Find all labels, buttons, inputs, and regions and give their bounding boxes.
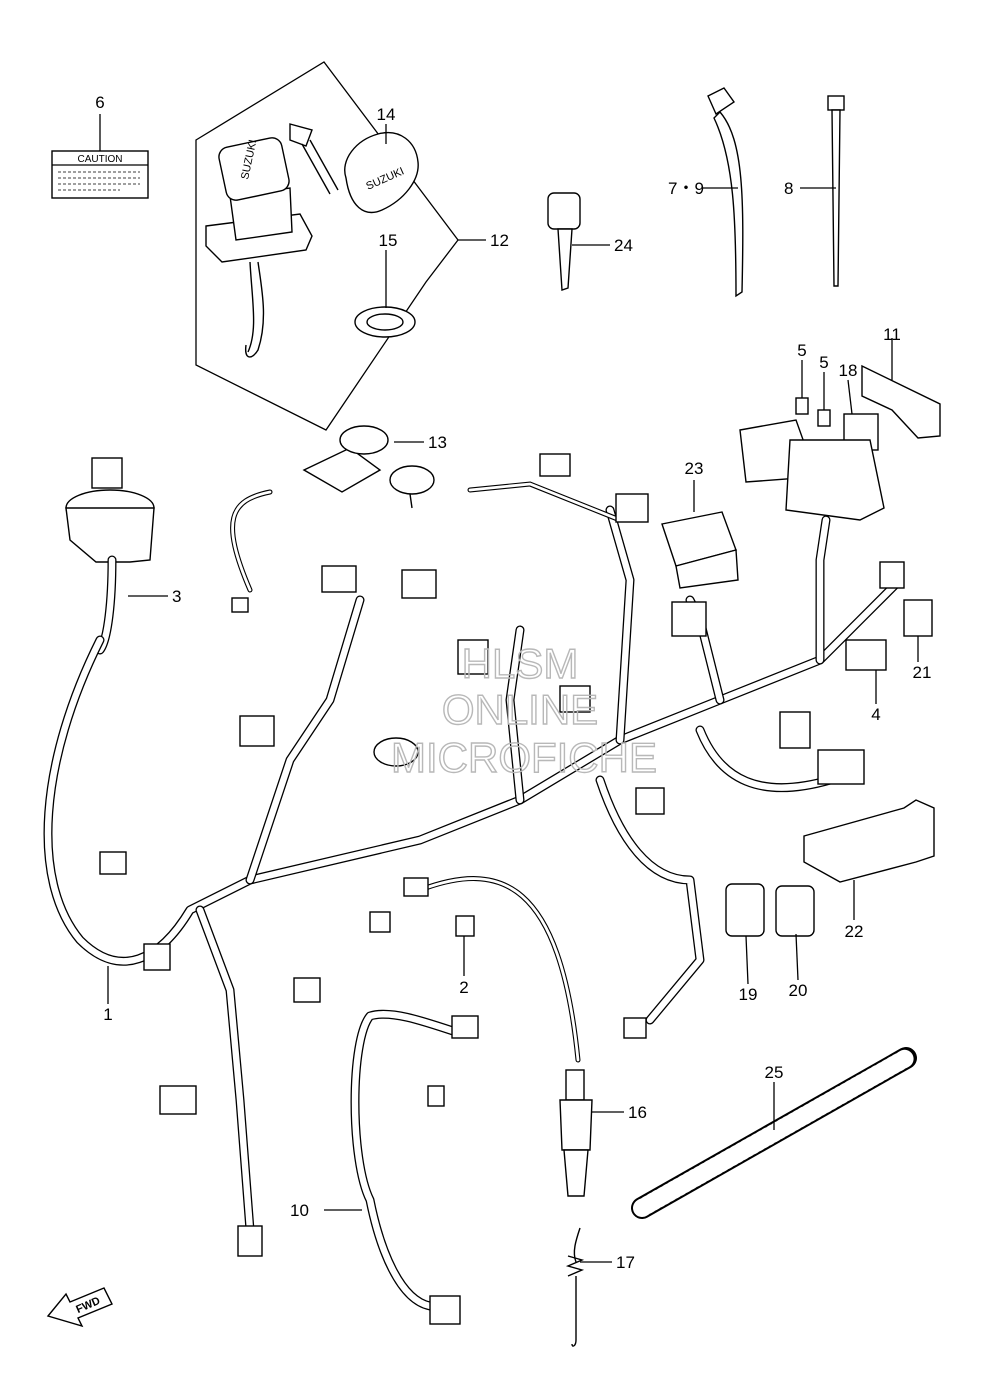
ignition-switch-kit: SUZUKI SUZUKI (195, 61, 459, 431)
connector-2 (455, 915, 475, 937)
watermark: HLSM ONLINE MICROFICHE (390, 639, 657, 781)
small-parts-right (725, 599, 935, 937)
relay-23-part (661, 511, 739, 589)
leader-lines (99, 114, 919, 1263)
callout-19: 19 (739, 985, 758, 1004)
callout-12: 13 (428, 433, 447, 452)
caution-label-text: CAUTION (78, 154, 123, 165)
callout-11: 11 (883, 325, 901, 344)
callout-2: 2 (459, 978, 468, 997)
sensor-16 (559, 1069, 593, 1197)
callout-16: 16 (628, 1103, 647, 1122)
callout-23: 23 (685, 459, 704, 478)
callout-7-9: 7・9 (668, 179, 704, 198)
fuse-parts (739, 364, 941, 521)
callout-13: 12 (490, 231, 509, 250)
callout-10: 10 (290, 1201, 309, 1220)
watermark-line-3: MICROFICHE (391, 734, 657, 781)
cable-tie-7-9 (707, 87, 744, 298)
watermark-line-1: HLSM (462, 640, 579, 687)
fwd-arrow: FWD (46, 1287, 113, 1328)
callout-15: 15 (379, 231, 398, 250)
callout-1: 1 (103, 1005, 112, 1024)
callout-14: 14 (377, 105, 396, 124)
caution-label-part: CAUTION (51, 150, 149, 199)
callout-24: 24 (614, 236, 633, 255)
callout-6: 6 (95, 93, 104, 112)
callout-3: 3 (172, 587, 181, 606)
callout-4: 4 (871, 705, 880, 724)
watermark-line-2: ONLINE (442, 686, 598, 733)
callout-17: 17 (616, 1253, 635, 1272)
socket-12 (302, 425, 435, 509)
callout-20: 20 (789, 981, 808, 1000)
callout-22: 22 (845, 922, 864, 941)
callout-5a: 5 (797, 341, 806, 360)
corrugated-tube-25 (631, 1047, 917, 1219)
callout-5b: 5 (819, 353, 828, 372)
main-wiring-harness (43, 453, 905, 1257)
callout-labels: 6 14 12 15 24 7・9 8 11 5 5 18 13 23 3 21… (95, 93, 931, 1272)
callout-21: 21 (913, 663, 932, 682)
lead-wire-10 (350, 1009, 479, 1325)
callout-18: 18 (839, 361, 858, 380)
key-part (547, 192, 581, 291)
callout-25: 25 (765, 1063, 784, 1082)
cable-tie-8 (827, 95, 845, 287)
spring-17 (565, 1227, 585, 1347)
lead-wire-3 (65, 457, 155, 655)
callout-8: 8 (784, 179, 793, 198)
